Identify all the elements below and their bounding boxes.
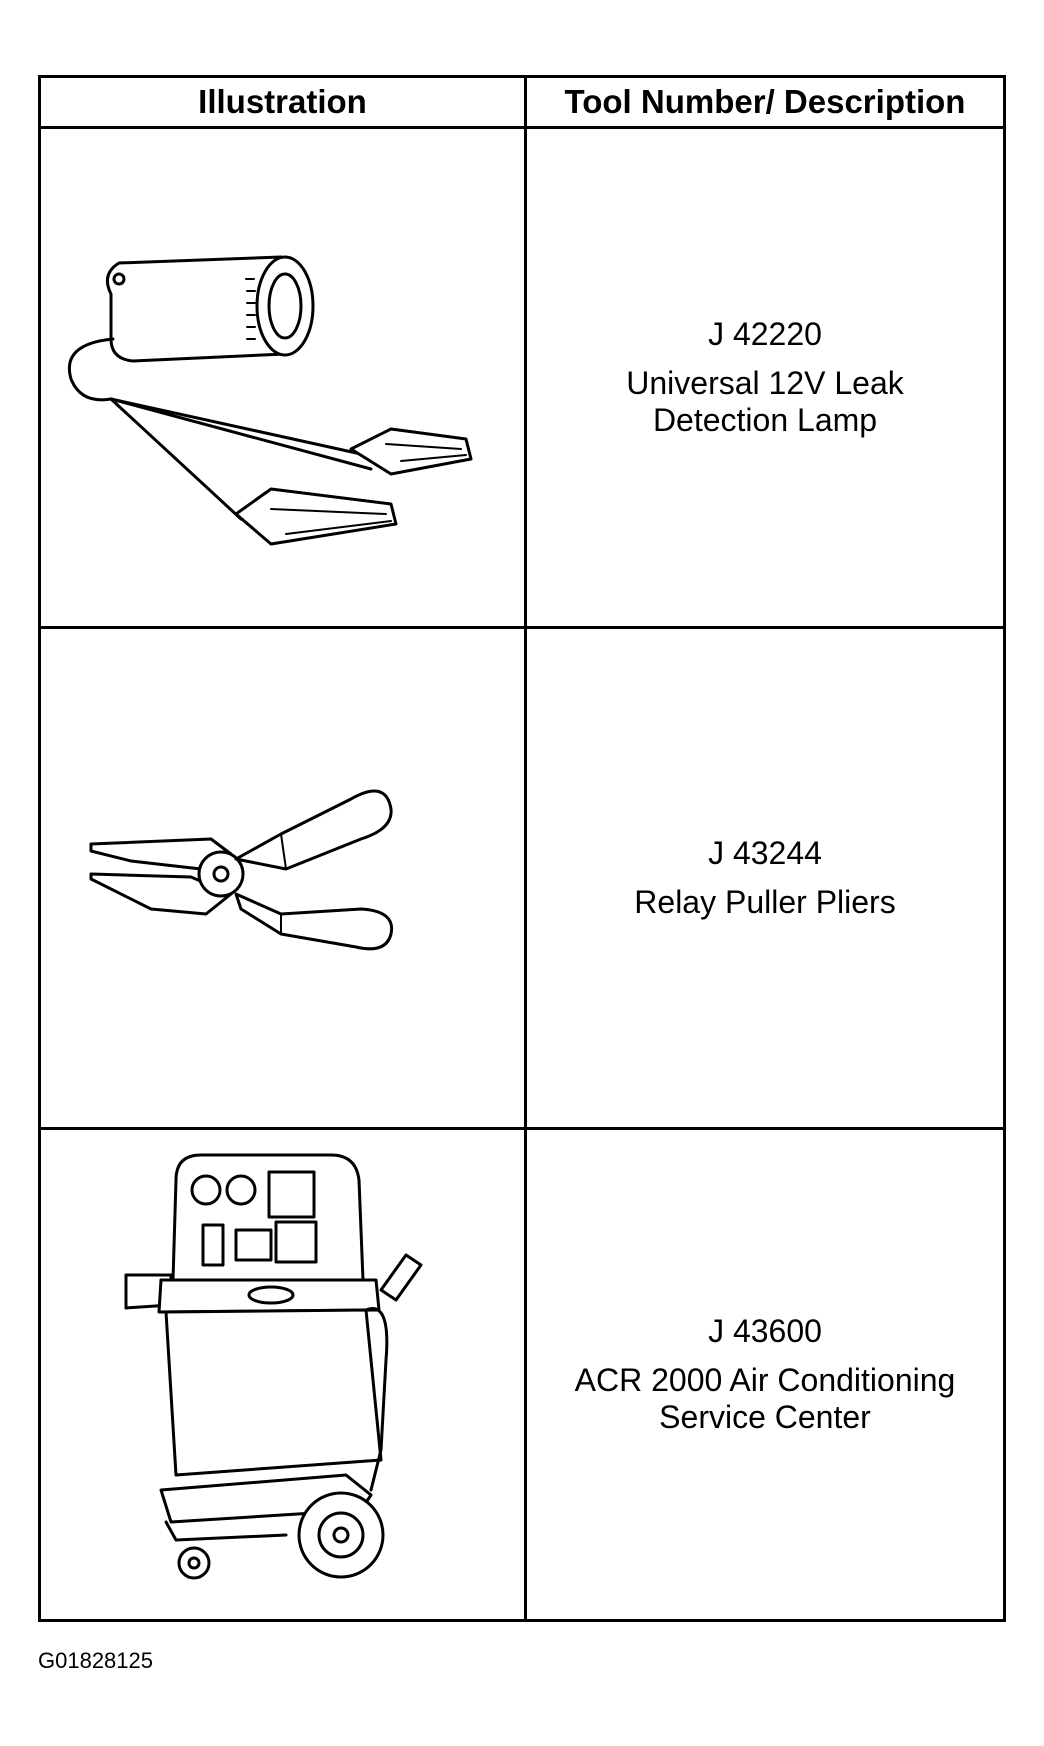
tool-description: J 42220 Universal 12V Leak Detection Lam… xyxy=(527,129,1003,626)
tool-description-line: Service Center xyxy=(659,1399,871,1435)
figure-id: G01828125 xyxy=(38,1648,153,1673)
ac-service-center-icon xyxy=(41,1130,524,1619)
header-illustration: Illustration xyxy=(198,83,367,120)
header-tool-description: Tool Number/ Description xyxy=(564,83,966,120)
tool-description-line: Universal 12V Leak xyxy=(626,365,904,401)
relay-puller-pliers-icon xyxy=(41,629,524,1127)
tool-description-line: Relay Puller Pliers xyxy=(634,884,896,920)
tool-number: J 43244 xyxy=(708,835,822,871)
column-divider xyxy=(524,78,527,1619)
table-row: J 43600 ACR 2000 Air Conditioning Servic… xyxy=(41,1130,1003,1619)
tool-description: J 43600 ACR 2000 Air Conditioning Servic… xyxy=(527,1130,1003,1619)
row-divider xyxy=(41,1127,1003,1130)
tool-number: J 43600 xyxy=(708,1313,822,1349)
header-divider xyxy=(41,126,1003,129)
table-row: J 42220 Universal 12V Leak Detection Lam… xyxy=(41,129,1003,626)
row-divider xyxy=(41,626,1003,629)
tool-description-line: Detection Lamp xyxy=(652,402,878,438)
leak-detection-lamp-icon xyxy=(41,129,524,626)
tool-number: J 42220 xyxy=(708,316,822,352)
tool-table: Illustration Tool Number/ Description xyxy=(38,75,1006,1622)
table-row: J 43244 Relay Puller Pliers xyxy=(41,629,1003,1127)
tool-description: J 43244 Relay Puller Pliers xyxy=(527,629,1003,1127)
tool-description-line: ACR 2000 Air Conditioning xyxy=(574,1362,956,1398)
